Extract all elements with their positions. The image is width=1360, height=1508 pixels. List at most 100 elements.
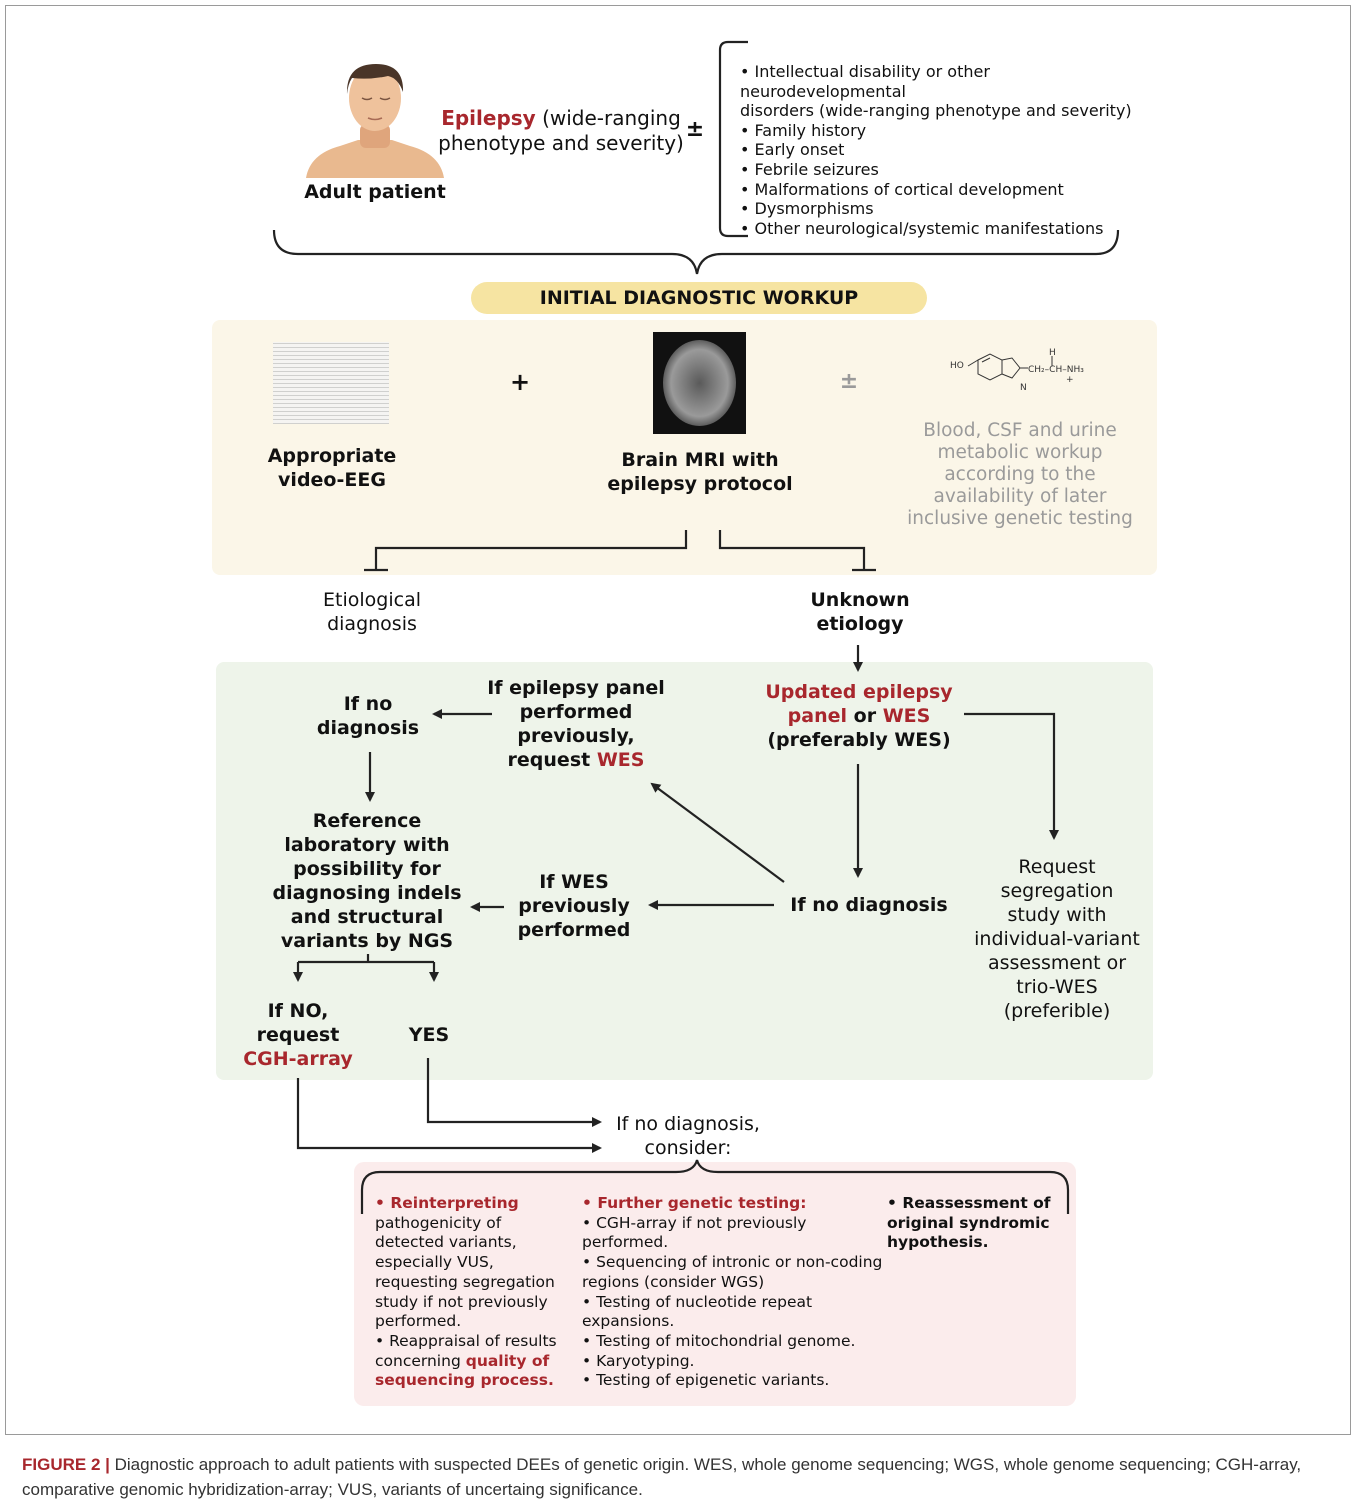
- updated-panel-line1: Updated epilepsy: [765, 681, 953, 703]
- segregation-line: trio-WES: [1016, 976, 1098, 998]
- segregation-line: individual-variant: [974, 928, 1140, 950]
- ref-lab-line: diagnosing indels: [272, 882, 462, 904]
- consider-panel: [354, 1162, 1076, 1406]
- initial-diagnostic-workup-title: INITIAL DIAGNOSTIC WORKUP: [471, 282, 927, 314]
- if-no-dx-line: diagnosis: [316, 717, 420, 739]
- adult-patient-label: Adult patient: [304, 181, 446, 203]
- reference-laboratory-box: Reference laboratory with possibility fo…: [266, 809, 468, 953]
- arrow-yes-to-consider: [426, 1058, 602, 1127]
- updated-panel-or: or: [847, 705, 883, 727]
- plus-minus-mid: ±: [839, 369, 859, 394]
- col2-item: • Testing of nucleotide repeat: [582, 1292, 813, 1311]
- col2-item: • Testing of epigenetic variants.: [582, 1371, 830, 1390]
- plus-sign: +: [509, 368, 531, 396]
- etiological-line: Etiological: [323, 589, 421, 611]
- list-item: • Malformations of cortical development: [740, 179, 1064, 199]
- col1-body: pathogenicity of detected variants, espe…: [375, 1213, 557, 1370]
- list-item: disorders (wide-ranging phenotype and se…: [740, 101, 1132, 121]
- if-wes-previously-box: If WES previously performed: [504, 870, 644, 942]
- molecule-h: H: [1049, 348, 1056, 358]
- col1-head: Reinterpreting: [390, 1194, 519, 1212]
- segregation-line: study with: [1007, 904, 1107, 926]
- updated-panel-wes: WES: [882, 705, 931, 727]
- consider-line: consider:: [644, 1137, 732, 1159]
- epilepsy-text-line2: phenotype and severity): [438, 131, 684, 155]
- yes-label: YES: [408, 1024, 450, 1046]
- consider-brace: [360, 1159, 1070, 1214]
- metabolic-line: availability of later: [933, 486, 1107, 507]
- brain-mri-label: Brain MRI with epilepsy protocol: [590, 448, 810, 496]
- epilepsy-text: Epilepsy (wide-ranging phenotype and sev…: [436, 106, 686, 156]
- segregation-line: assessment or: [987, 952, 1127, 974]
- figure-frame: [5, 5, 1351, 1435]
- figure-caption-text: Diagnostic approach to adult patients wi…: [22, 1455, 1302, 1499]
- molecule-n: N: [1020, 383, 1027, 393]
- col1-quality2: sequencing process.: [375, 1371, 554, 1390]
- molecule-plus: +: [1066, 375, 1074, 385]
- list-item: • Family history: [740, 120, 867, 140]
- ref-lab-line: and structural: [290, 906, 444, 928]
- if-wes-line: performed: [517, 919, 631, 941]
- updated-panel-line3: (preferably WES): [767, 729, 951, 751]
- unknown-line: Unknown: [810, 589, 910, 611]
- mri-brain-shape: [663, 340, 736, 426]
- list-item: • Intellectual disability or other neuro…: [740, 62, 990, 101]
- ref-lab-line: possibility for: [293, 858, 441, 880]
- if-no-diagnosis-mid: If no diagnosis: [790, 894, 948, 916]
- if-no-line: request: [256, 1024, 340, 1046]
- consider-line: If no diagnosis,: [616, 1113, 760, 1135]
- ref-lab-line: Reference: [312, 810, 422, 832]
- segregation-line: Request: [1018, 856, 1096, 878]
- metabolic-workup-label: Blood, CSF and urine metabolic workup ac…: [900, 420, 1140, 530]
- split-right: [718, 530, 866, 570]
- if-wes-line: If WES: [539, 871, 609, 893]
- epilepsy-highlight: Epilepsy: [441, 106, 536, 130]
- if-epilepsy-line: previously,: [517, 725, 635, 747]
- video-eeg-label-line: video-EEG: [278, 469, 386, 491]
- comorbidity-list: • Intellectual disability or other neuro…: [740, 62, 1160, 238]
- col3-line: hypothesis.: [887, 1233, 989, 1252]
- plus-minus-top: ±: [685, 117, 705, 142]
- list-item: • Dysmorphisms: [740, 199, 874, 219]
- if-epilepsy-line: If epilepsy panel: [487, 677, 665, 699]
- combine-brace: [272, 229, 1120, 275]
- split-left: [374, 530, 688, 570]
- etiological-line: diagnosis: [327, 613, 417, 635]
- figure-caption: FIGURE 2 | Diagnostic approach to adult …: [22, 1452, 1342, 1502]
- video-eeg-label: Appropriate video-EEG: [250, 444, 414, 492]
- if-wes-line: previously: [518, 895, 630, 917]
- brain-mri-image: [653, 332, 746, 434]
- col3-bullet: •: [887, 1194, 903, 1212]
- molecule-ho: HO: [950, 361, 964, 371]
- metabolic-line: according to the: [944, 464, 1096, 485]
- eeg-trace-image: [273, 342, 389, 424]
- metabolic-line: Blood, CSF and urine: [923, 420, 1117, 441]
- col2-item: • CGH-array if not previously: [582, 1213, 807, 1232]
- segregation-line: segregation: [1000, 880, 1114, 902]
- list-item: • Other neurological/systemic manifestat…: [740, 218, 1104, 238]
- list-item: • Febrile seizures: [740, 159, 879, 179]
- col2-bullet: •: [582, 1194, 598, 1212]
- if-no-request-cgh: If NO, request CGH-array: [232, 999, 364, 1071]
- if-epilepsy-panel-box: If epilepsy panel performed previously, …: [482, 676, 670, 772]
- if-epilepsy-line: performed: [519, 701, 633, 723]
- epilepsy-text-part: (wide-ranging: [535, 106, 681, 130]
- col2-item: • Sequencing of intronic or non-coding: [582, 1253, 883, 1272]
- col3-line: Reassessment of: [902, 1194, 1051, 1212]
- if-epilepsy-wes: WES: [596, 749, 645, 771]
- list-item: • Early onset: [740, 140, 845, 160]
- updated-panel-panel: panel: [787, 705, 848, 727]
- col1-quality: quality of: [465, 1351, 550, 1370]
- brain-mri-label-line: epilepsy protocol: [607, 473, 793, 495]
- updated-panel-or-wes: Updated epilepsy panel or WES (preferabl…: [756, 680, 962, 752]
- molecule-chain: CH₂–CH–NH₃: [1028, 365, 1084, 375]
- unknown-line: etiology: [816, 613, 904, 635]
- if-no-diagnosis-top: If no diagnosis: [300, 692, 436, 740]
- col3-line: original syndromic: [887, 1213, 1050, 1232]
- adult-patient-illustration: [306, 64, 444, 178]
- figure-caption-label: FIGURE 2 |: [22, 1455, 110, 1474]
- metabolic-line: metabolic workup: [937, 442, 1103, 463]
- serotonin-molecule-icon: HO H CH₂–CH–NH₃ + N: [950, 348, 1084, 393]
- genetic-testing-panel: [216, 662, 1153, 1080]
